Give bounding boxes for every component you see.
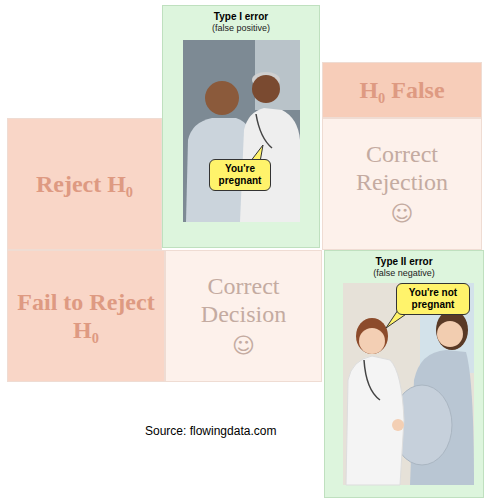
cell-label: Reject H₀ <box>36 170 133 198</box>
stethoscope <box>256 114 272 148</box>
stethoscope <box>364 360 380 400</box>
cell-label: Fail to Reject H₀ <box>14 288 158 344</box>
card-title: Type I error <box>163 11 319 23</box>
card-panel <box>162 5 320 248</box>
card-panel <box>324 250 484 498</box>
card-subtitle: (false negative) <box>325 268 483 279</box>
patient-head <box>437 321 463 347</box>
doctor-hand <box>392 419 404 431</box>
decision-cell: Correct Rejection ☺ <box>322 118 482 250</box>
error-card: Type I error(false positive) You're pregn… <box>162 5 320 248</box>
cell-label: Correct Rejection <box>329 140 475 196</box>
doctor-hair <box>356 318 388 354</box>
decision-cell: Correct Decision ☺ <box>165 250 322 382</box>
patient-head <box>205 81 239 115</box>
bubble-text: You're not pregnant <box>401 287 465 311</box>
bubble-text: You're pregnant <box>214 163 266 187</box>
source-note: Source: flowingdata.com <box>145 424 276 438</box>
patient-hair <box>436 310 468 350</box>
doctor-coat <box>346 356 404 485</box>
doctor-head <box>359 328 385 354</box>
photo-background <box>183 40 300 222</box>
card-subtitle: (false positive) <box>163 23 319 34</box>
error-card: Type II error(false negative) You're not … <box>324 250 484 498</box>
decision-cell: Fail to Reject H₀ <box>7 250 165 382</box>
speech-bubble: You're pregnant <box>209 159 271 191</box>
cell-label: Correct Decision <box>172 272 315 328</box>
speech-bubble: You're not pregnant <box>396 283 470 315</box>
header-cell: H₀ False <box>322 62 482 118</box>
photo-background <box>343 283 474 485</box>
decision-cell: Reject H₀ <box>7 118 162 250</box>
cell-label: H₀ False <box>359 76 444 104</box>
card-title: Type II error <box>325 256 483 268</box>
smiley-icon: ☺ <box>391 200 414 228</box>
smiley-icon: ☺ <box>232 332 255 360</box>
doctor-head <box>252 75 280 103</box>
